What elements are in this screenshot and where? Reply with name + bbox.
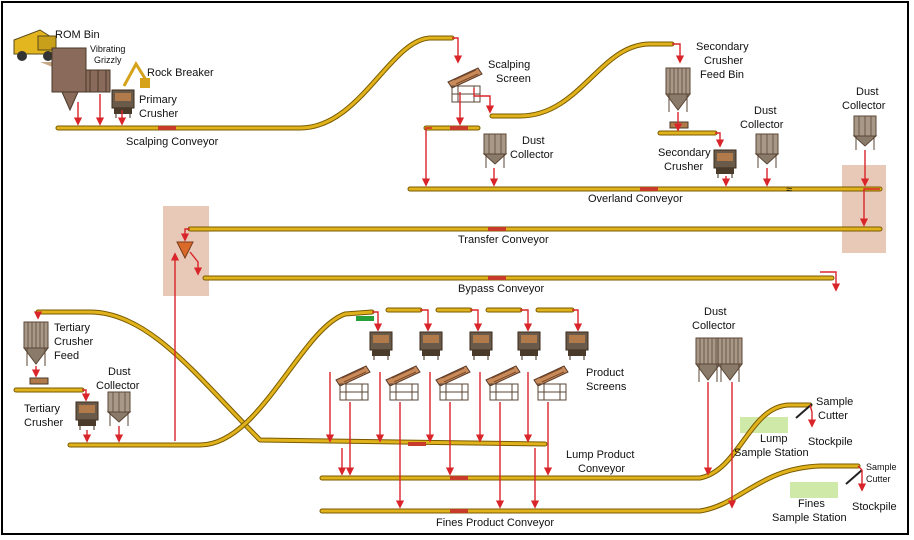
- label-lump-product-conveyor: Lump Product: [566, 449, 634, 461]
- label-sample-cutter-b: Sample: [866, 462, 897, 472]
- label-dust-collector-e-2: Collector: [692, 320, 736, 332]
- dust-collector-e: [695, 337, 743, 383]
- label-scalping-conveyor: Scalping Conveyor: [126, 136, 219, 148]
- label-dust-collector-c: Dust: [856, 86, 879, 98]
- label-transfer-conveyor: Transfer Conveyor: [458, 234, 549, 246]
- fines-product-conveyor: [319, 463, 861, 514]
- label-secondary-crusher-2: Crusher: [664, 161, 703, 173]
- product-screen-frames: [369, 331, 589, 361]
- label-secondary-feed-bin-3: Feed Bin: [700, 69, 744, 81]
- distribution-belts: [356, 307, 575, 321]
- label-secondary-crusher: Secondary: [658, 147, 711, 159]
- label-rock-breaker: Rock Breaker: [147, 67, 214, 79]
- label-scalping-screen: Scalping: [488, 59, 530, 71]
- scalping-conveyor: [55, 35, 455, 131]
- lump-sample-station: [740, 417, 788, 433]
- label-stockpile-b: Stockpile: [852, 501, 897, 513]
- label-lump-sample-station: Lump: [760, 433, 788, 445]
- secondary-crusher: [713, 149, 737, 179]
- tertiary-feeder: [29, 377, 49, 385]
- tertiary-crusher: [75, 401, 99, 431]
- label-dust-collector-a: Dust: [522, 135, 545, 147]
- label-lump-product-conveyor-2: Conveyor: [578, 463, 625, 475]
- label-primary-crusher-2: Crusher: [139, 108, 178, 120]
- label-overland-conveyor: Overland Conveyor: [588, 193, 683, 205]
- svg-text:≈: ≈: [786, 184, 792, 196]
- tertiary-feed-conveyor: [35, 309, 548, 447]
- label-dust-collector-e: Dust: [704, 306, 727, 318]
- fines-sample-station: [790, 482, 838, 498]
- rom-truck: [13, 29, 57, 61]
- vibrating-grizzly: [85, 69, 111, 93]
- transfer-chute: [176, 241, 194, 260]
- label-dust-collector-d-2: Collector: [96, 380, 140, 392]
- rom-bin: [40, 47, 87, 112]
- label-vibrating-grizzly: Vibrating: [90, 44, 125, 54]
- label-fines-product-conveyor: Fines Product Conveyor: [436, 517, 554, 529]
- label-lump-sample-station-2: Sample Station: [734, 447, 809, 459]
- dust-collector-c: [853, 115, 877, 151]
- label-product-screens: Product: [586, 367, 624, 379]
- label-tertiary-crusher: Tertiary: [24, 403, 61, 415]
- flow-arrows: [31, 37, 880, 509]
- screen-feed-conveyor: [67, 309, 375, 448]
- rock-breaker: [122, 61, 150, 88]
- dust-collector-b: [755, 133, 779, 169]
- label-bypass-conveyor: Bypass Conveyor: [458, 283, 545, 295]
- label-tertiary-crusher-2: Crusher: [24, 417, 63, 429]
- label-product-screens-2: Screens: [586, 381, 627, 393]
- label-tertiary-feed-2: Crusher: [54, 336, 93, 348]
- label-secondary-feed-bin: Secondary: [696, 41, 749, 53]
- dust-collector-a: [483, 133, 507, 169]
- tertiary-crusher-feed: [23, 321, 49, 367]
- label-primary-crusher: Primary: [139, 94, 177, 106]
- label-stockpile-a: Stockpile: [808, 436, 853, 448]
- sample-cutter-b: [845, 469, 863, 485]
- label-rom-bin: ROM Bin: [55, 29, 100, 41]
- sample-cutter-a: [795, 403, 813, 419]
- secondary-crusher-feed-bin: [665, 67, 691, 113]
- label-dust-collector-c-2: Collector: [842, 100, 886, 112]
- label-fines-sample-station: Fines: [798, 498, 825, 510]
- label-dust-collector-a-2: Collector: [510, 149, 554, 161]
- label-sample-cutter-a-2: Cutter: [818, 410, 848, 422]
- label-tertiary-feed-3: Feed: [54, 350, 79, 362]
- secondary-feeder: [669, 121, 689, 129]
- label-dust-collector-d: Dust: [108, 366, 131, 378]
- dust-collector-d: [107, 391, 131, 427]
- label-secondary-feed-bin-2: Crusher: [704, 55, 743, 67]
- label-dust-collector-b-2: Collector: [740, 119, 784, 131]
- upper-screen-conveyor: [489, 41, 675, 119]
- label-vibrating-grizzly-2: Grizzly: [94, 55, 122, 65]
- label-sample-cutter-b-2: Cutter: [866, 474, 891, 484]
- label-dust-collector-b: Dust: [754, 105, 777, 117]
- scalping-screen: [447, 67, 483, 103]
- label-sample-cutter-a: Sample: [816, 396, 853, 408]
- label-scalping-screen-2: Screen: [496, 73, 531, 85]
- product-screens: [335, 365, 569, 401]
- label-fines-sample-station-2: Sample Station: [772, 512, 847, 524]
- label-tertiary-feed: Tertiary: [54, 322, 91, 334]
- primary-crusher: [111, 89, 135, 119]
